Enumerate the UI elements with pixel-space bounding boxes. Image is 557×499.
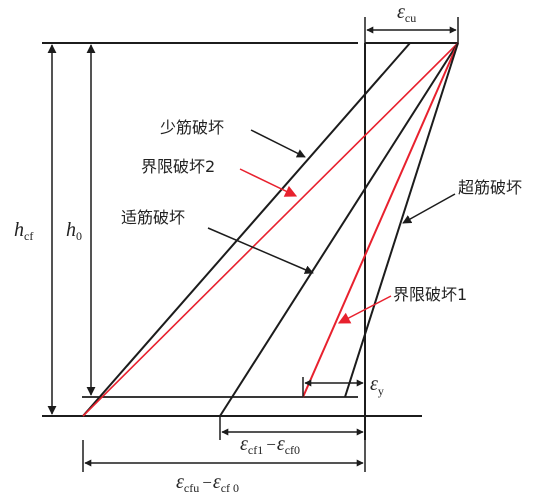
eps-cfu-cf0-label: εcfu−εcf 0 [176,471,239,495]
proper-reinforced-pointer [207,227,314,274]
over-reinforced-label: 超筋破坏 [458,178,522,197]
balanced-2-pointer [239,168,298,197]
balanced-1-label: 界限破坏1 [393,285,467,304]
over-reinforced-pointer [402,193,456,224]
balanced-1-pointer [337,295,392,324]
under-reinforced-strain-line [82,42,411,417]
under-reinforced-label: 少筋破坏 [160,118,224,137]
eps-cu-label: εcu [397,1,416,25]
balanced-2-label: 界限破坏2 [141,157,215,176]
eps-cf1-cf0-label: εcf1−εcf0 [240,433,300,457]
proper-reinforced-label: 适筋破坏 [121,208,185,227]
eps-y-label: εy [370,373,384,398]
h-cf-label: hcf [14,219,33,243]
h-0-label: h0 [66,219,82,243]
proper-reinforced-strain-line [219,42,459,417]
balanced-1-strain-line [302,42,459,398]
over-reinforced-strain-line [344,42,459,398]
under-reinforced-pointer [250,129,306,158]
balanced-2-strain-line [82,42,459,417]
